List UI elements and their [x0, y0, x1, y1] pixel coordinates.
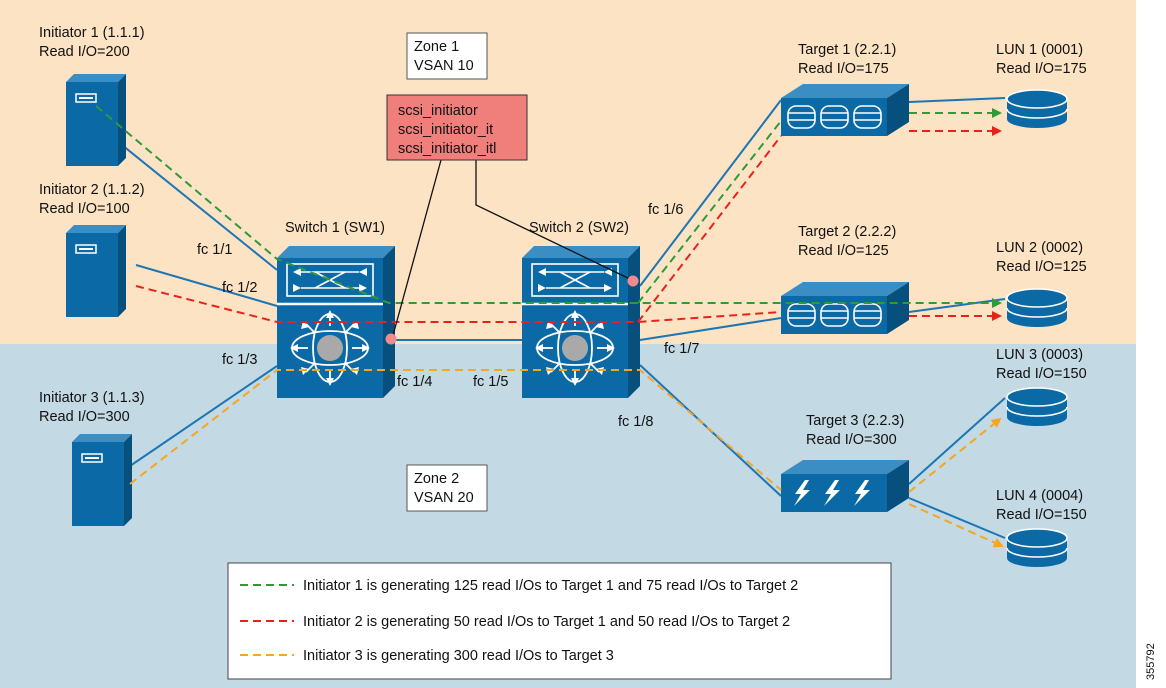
zone1-label: Zone 1 [414, 39, 459, 55]
lun-3-name: LUN 3 (0003) [996, 347, 1083, 363]
metrics-box [386, 94, 528, 161]
zone2-vsan: VSAN 20 [414, 490, 474, 506]
port-fc1-3: fc 1/3 [222, 352, 257, 368]
legend-text-initiator-2: Initiator 2 is generating 50 read I/Os t… [303, 614, 790, 630]
lun-4-name: LUN 4 (0004) [996, 488, 1083, 504]
metric-point-sw1 [385, 333, 397, 345]
metric-line-2: scsi_initiator_it [398, 122, 493, 138]
target-3-flash-icon [781, 460, 909, 512]
lun-1-icon [1006, 89, 1068, 129]
initiator-2-server-icon [65, 224, 127, 318]
initiator-3-server-icon [71, 433, 133, 527]
lun-4-read-io: Read I/O=150 [996, 507, 1087, 523]
target-2-name: Target 2 (2.2.2) [798, 224, 896, 240]
initiator-1-name: Initiator 1 (1.1.1) [39, 25, 145, 41]
initiator-1-flow [95, 105, 1002, 308]
initiator-2-flow [135, 126, 1002, 323]
metric-point-sw2 [627, 275, 639, 287]
initiator-1-server-icon [65, 73, 127, 167]
initiator-2-name: Initiator 2 (1.1.2) [39, 182, 145, 198]
zone1-vsan: VSAN 10 [414, 58, 474, 74]
legend-box [227, 562, 892, 680]
initiator-3-read-io: Read I/O=300 [39, 409, 130, 425]
lun-3-icon [1006, 387, 1068, 427]
switch-1-name: Switch 1 (SW1) [285, 220, 385, 236]
target-1-name: Target 1 (2.2.1) [798, 42, 896, 58]
initiator-2-read-io: Read I/O=100 [39, 201, 130, 217]
target-3-name: Target 3 (2.2.3) [806, 413, 904, 429]
lun-1-read-io: Read I/O=175 [996, 61, 1087, 77]
lun-2-name: LUN 2 (0002) [996, 240, 1083, 256]
port-fc1-6: fc 1/6 [648, 202, 683, 218]
port-fc1-4: fc 1/4 [397, 374, 432, 390]
figure-id: 355792 [1145, 643, 1157, 680]
initiator-1-read-io: Read I/O=200 [39, 44, 130, 60]
target-1-read-io: Read I/O=175 [798, 61, 889, 77]
lun-4-icon [1006, 528, 1068, 568]
target-2-array-icon [780, 281, 910, 335]
target-1-array-icon [780, 83, 910, 137]
zone2-label: Zone 2 [414, 471, 459, 487]
target-2-read-io: Read I/O=125 [798, 243, 889, 259]
metric-line-3: scsi_initiator_itl [398, 141, 496, 157]
target-3-read-io: Read I/O=300 [806, 432, 897, 448]
port-fc1-5: fc 1/5 [473, 374, 508, 390]
zone2-label-box [406, 464, 488, 512]
port-fc1-2: fc 1/2 [222, 280, 257, 296]
port-fc1-1: fc 1/1 [197, 242, 232, 258]
switch-2-name: Switch 2 (SW2) [529, 220, 629, 236]
port-fc1-8: fc 1/8 [618, 414, 653, 430]
lun-2-icon [1006, 288, 1068, 328]
lun-3-read-io: Read I/O=150 [996, 366, 1087, 382]
metrics-callout-lines [391, 159, 633, 340]
legend-text-initiator-3: Initiator 3 is generating 300 read I/Os … [303, 648, 614, 664]
port-fc1-7: fc 1/7 [664, 341, 699, 357]
initiator-3-flow [129, 369, 1004, 548]
lun-1-name: LUN 1 (0001) [996, 42, 1083, 58]
initiator-3-name: Initiator 3 (1.1.3) [39, 390, 145, 406]
legend-text-initiator-1: Initiator 1 is generating 125 read I/Os … [303, 578, 798, 594]
lun-2-read-io: Read I/O=125 [996, 259, 1087, 275]
zone1-label-box [406, 32, 488, 80]
metric-line-1: scsi_initiator [398, 103, 478, 119]
